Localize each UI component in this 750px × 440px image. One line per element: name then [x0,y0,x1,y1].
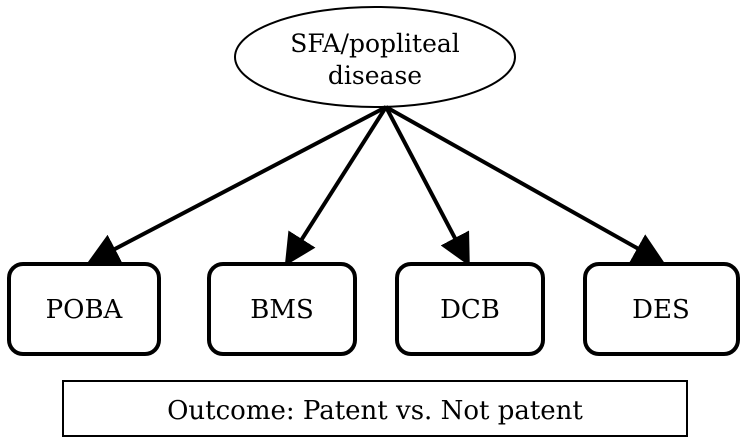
arrow-to-poba [86,105,387,264]
treatment-box-des: DES [583,262,740,356]
treatment-label-des: DES [632,295,690,325]
arrow-to-des [385,105,666,264]
root-label-line2: disease [328,61,422,90]
treatment-box-bms: BMS [207,262,357,356]
treatment-box-des-frame [583,262,740,356]
treatment-box-dcb-frame [395,262,545,356]
treatment-box-dcb: DCB [395,262,545,356]
treatment-label-bms: BMS [250,295,314,325]
arrows [86,105,666,267]
arrow-to-dcb [384,106,470,267]
arrow-to-bms [284,105,388,267]
treatment-box-bms-frame [207,262,357,356]
treatment-box-poba: POBA [7,262,161,356]
treatment-label-poba: POBA [46,295,124,325]
treatment-label-dcb: DCB [440,295,500,325]
outcome-label: Outcome: Patent vs. Not patent [167,396,583,426]
root-node: SFA/popliteal disease [234,6,516,108]
root-label-line1: SFA/popliteal [290,29,460,58]
root-ellipse [234,6,516,108]
treatment-box-poba-frame [7,262,161,356]
outcome-node: Outcome: Patent vs. Not patent [62,380,688,437]
outcome-box-frame [62,380,688,437]
